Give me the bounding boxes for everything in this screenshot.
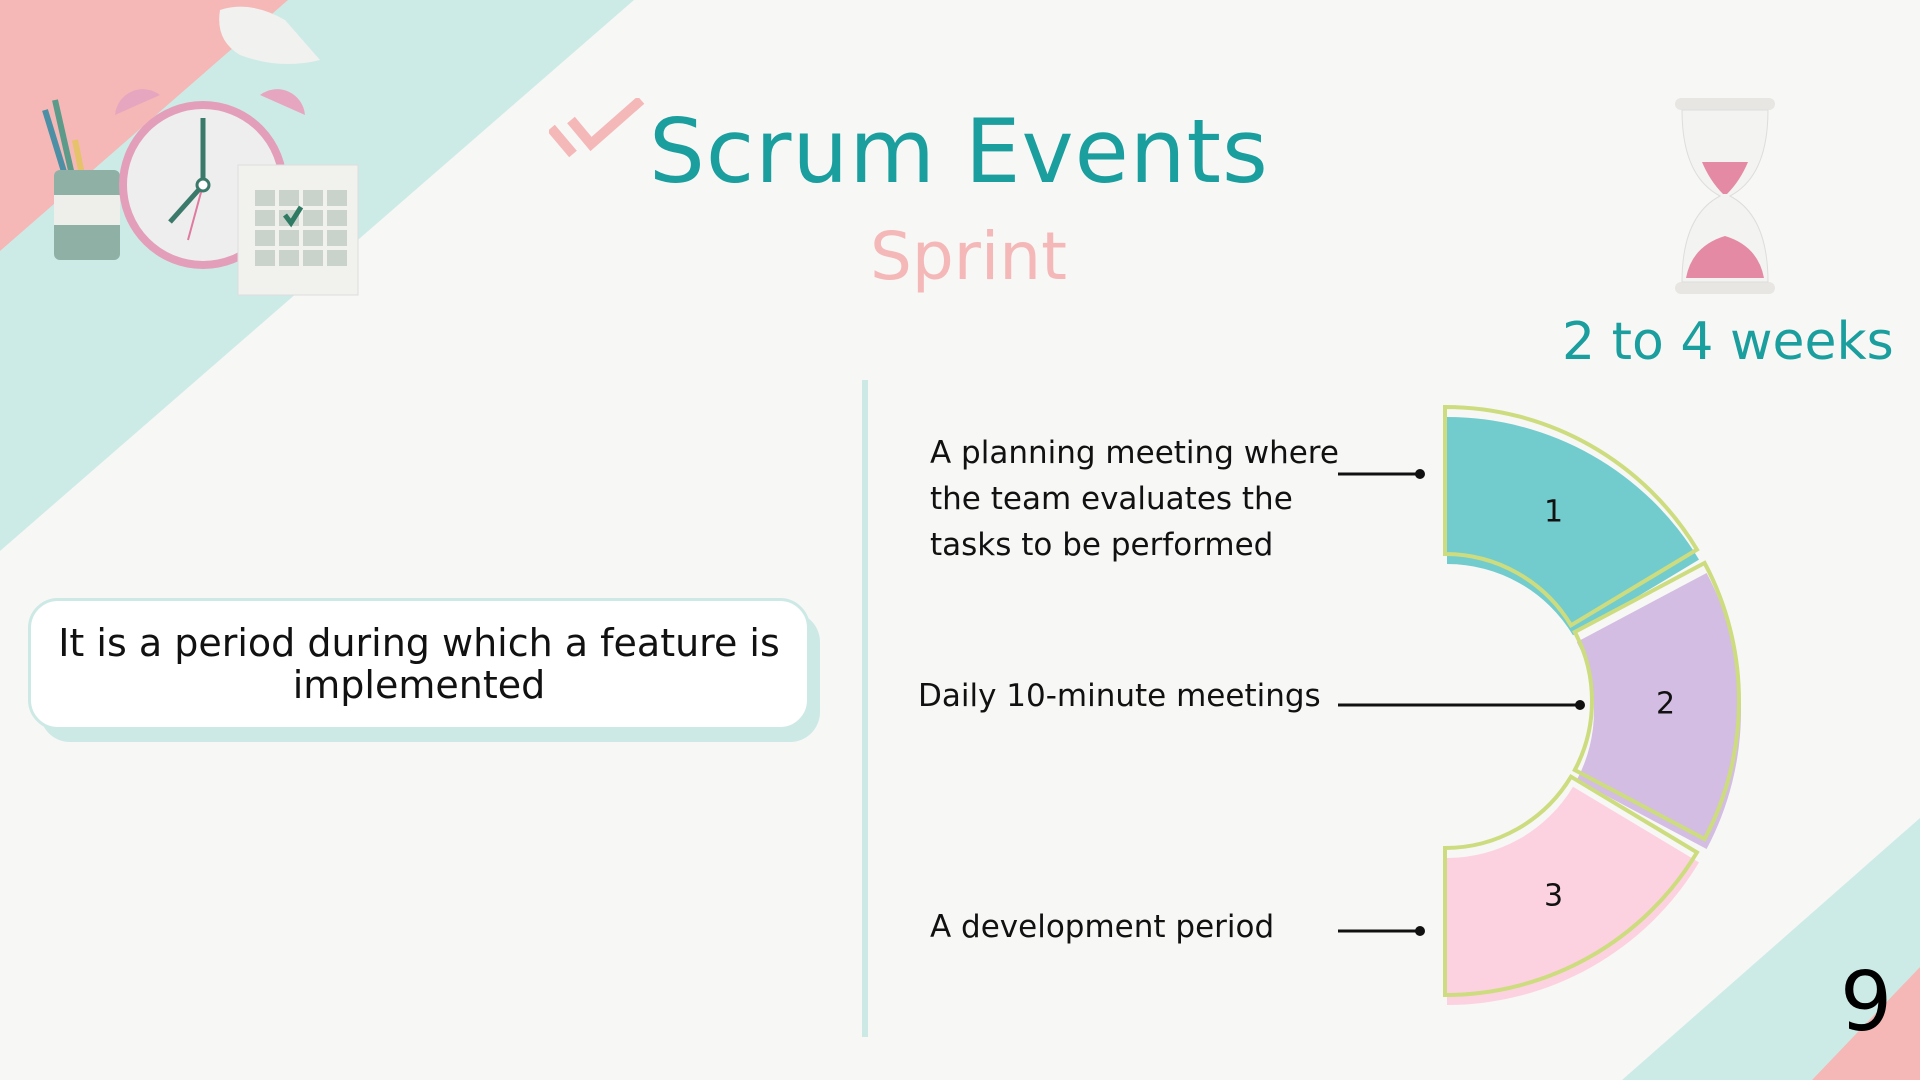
page-number: 9	[1840, 955, 1893, 1050]
step-segment-outline	[1443, 773, 1700, 998]
calendar-icon	[237, 164, 359, 296]
step-number: 1	[1544, 495, 1563, 530]
step-segment-2: 2	[1572, 560, 1742, 849]
hourglass-icon	[1675, 98, 1775, 294]
step-label-2: Daily 10-minute meetings	[918, 678, 1321, 714]
step-number: 3	[1544, 878, 1563, 913]
step-segment-outline	[1572, 560, 1741, 842]
step-number: 2	[1656, 687, 1675, 722]
pencil-cup-icon	[42, 99, 120, 260]
connector-1	[1338, 469, 1425, 479]
double-check-icon	[549, 98, 645, 158]
step-segment-1: 1	[1443, 404, 1700, 636]
step-segment-fill	[1447, 417, 1699, 636]
clock-calendar-illustration	[42, 6, 359, 296]
step-segment-3: 3	[1443, 773, 1700, 1005]
step-segment-outline	[1443, 404, 1700, 629]
definition-text: It is a period during which a feature is…	[58, 621, 780, 707]
step-segment-fill	[1447, 786, 1699, 1005]
definition-box: It is a period during which a feature is…	[28, 598, 810, 730]
page-title: Scrum Events	[649, 100, 1269, 203]
connector-3	[1338, 926, 1425, 936]
page-subtitle: Sprint	[870, 218, 1067, 295]
step-label-1: A planning meeting where the team evalua…	[930, 435, 1339, 563]
step-label-3: A development period	[930, 909, 1275, 945]
divider	[862, 380, 868, 1037]
sprint-duration: 2 to 4 weeks	[1562, 312, 1894, 372]
connector-2	[1338, 700, 1585, 710]
step-segment-fill	[1576, 573, 1742, 849]
